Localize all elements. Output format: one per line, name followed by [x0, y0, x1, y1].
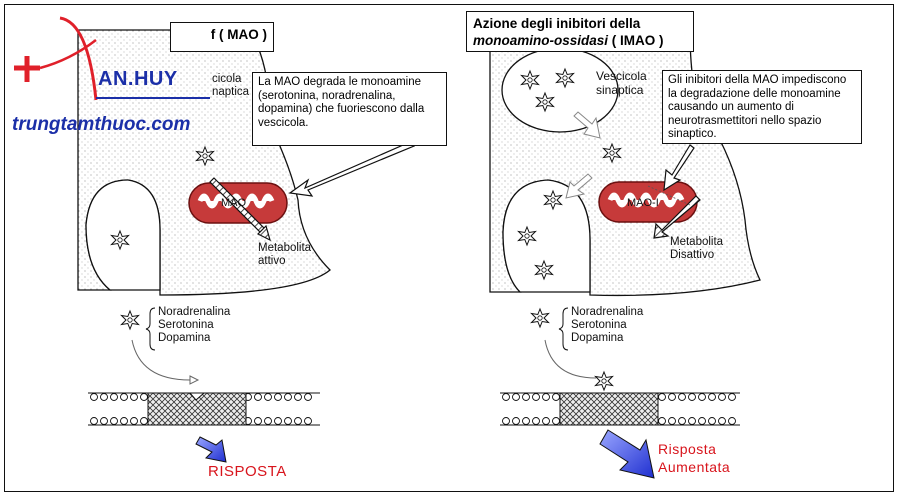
left-response-label: RISPOSTA — [208, 463, 287, 480]
right-note-pointer-arrow — [663, 144, 695, 192]
right-blocked-arrow — [653, 195, 701, 239]
right-title-italic: monoamino-ossidasi — [473, 33, 609, 48]
right-metabolite-line1: Metabolita — [670, 236, 724, 248]
left-release-arrow — [131, 339, 191, 381]
right-metabolite-label: Metabolita Disattivo — [670, 236, 723, 262]
left-metabolite-label: Metabolita attivo — [258, 242, 311, 268]
right-title-rest: ( IMAO ) — [608, 33, 664, 48]
left-vesicle-label-line2: naptica — [212, 86, 250, 99]
right-vesicle-label-line2: sinaptica — [596, 82, 644, 97]
left-metabolite-line1: Metabolita — [258, 242, 312, 254]
right-monoamine-list: Noradrenalina Serotonina Dopamina — [571, 306, 643, 345]
left-vesicle-label-line1: cicola — [212, 73, 242, 85]
right-postsynaptic-membrane — [500, 392, 740, 426]
right-mono-serotonina: Serotonina — [571, 319, 627, 331]
right-metabolite-line2: Disattivo — [670, 249, 715, 262]
right-title-box: Azione degli inibitori della monoamino-o… — [466, 11, 694, 52]
right-response-arrow — [599, 429, 655, 479]
left-title-text: f ( MAO ) — [210, 27, 267, 42]
left-mono-noradrenalina: Noradrenalina — [158, 306, 231, 318]
left-monoamine-list: Noradrenalina Serotonina Dopamina — [158, 306, 230, 345]
right-response-label: Risposta Aumentata — [658, 440, 730, 476]
right-cytoplasm-arrow — [565, 173, 593, 199]
left-degradation-arrow — [209, 177, 271, 242]
watermark-brand: AN.HUY — [98, 68, 178, 90]
right-title-line2: monoamino-ossidasi ( IMAO ) — [473, 32, 687, 49]
right-response-line1: Risposta — [658, 441, 717, 457]
right-vesicle-label-line1: Vescicola — [596, 69, 647, 83]
right-vesicle-release-arrow — [573, 111, 601, 139]
right-title-line1: Azione degli inibitori della — [473, 16, 641, 31]
watermark-logo — [14, 16, 210, 101]
left-response-arrow — [195, 436, 227, 463]
left-note-pointer-arrow — [288, 141, 416, 197]
left-postsynaptic-membrane — [88, 392, 320, 426]
left-title-box: f ( MAO ) — [170, 22, 274, 52]
left-note-text: La MAO degrada le monoamine (serotonina,… — [258, 76, 425, 129]
right-mono-dopamina: Dopamina — [571, 332, 624, 344]
left-mono-brace — [145, 307, 156, 351]
right-note-box: Gli inibitori della MAO impediscono la d… — [662, 70, 862, 144]
left-vesicle-label: cicola naptica — [212, 73, 249, 99]
right-response-line2: Aumentata — [658, 459, 731, 475]
right-mono-noradrenalina: Noradrenalina — [571, 306, 644, 318]
right-enzyme-label: MAO-I — [627, 197, 659, 209]
right-vesicle-label: Vescicola sinaptica — [596, 69, 647, 98]
left-metabolite-line2: attivo — [258, 255, 286, 268]
left-mono-serotonina: Serotonina — [158, 319, 214, 331]
right-note-text: Gli inibitori della MAO impediscono la d… — [668, 74, 847, 140]
left-enzyme-label: MAO — [221, 197, 247, 209]
left-note-box: La MAO degrada le monoamine (serotonina,… — [252, 72, 447, 146]
left-mono-dopamina: Dopamina — [158, 332, 211, 344]
right-release-arrow — [544, 339, 597, 379]
right-mono-brace — [558, 307, 569, 351]
watermark-site: trungtamthuoc.com — [12, 114, 191, 135]
figure-frame — [4, 4, 894, 492]
